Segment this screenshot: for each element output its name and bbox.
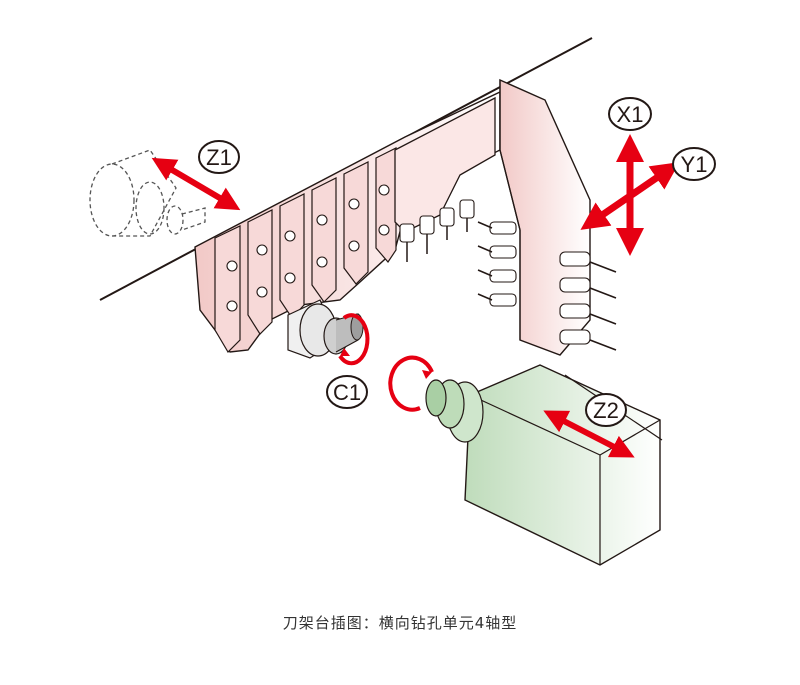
svg-text:Z1: Z1 xyxy=(206,145,232,170)
axis-label-z2: Z2 xyxy=(585,393,627,427)
main-spindle-c1 xyxy=(287,299,364,359)
axis-label-c1: C1 xyxy=(326,375,368,409)
axis-label-x1: X1 xyxy=(608,97,652,131)
tool-post-body xyxy=(194,90,501,353)
figure-caption: 刀架台插图：横向钻孔单元4轴型 xyxy=(282,614,518,632)
x1-y1-arrows xyxy=(580,134,680,256)
svg-text:C1: C1 xyxy=(333,380,361,405)
sub-spindle-z2 xyxy=(425,364,663,566)
axis-label-z1: Z1 xyxy=(198,140,240,174)
z2-arrow xyxy=(543,410,635,458)
z2-rotation-arrow xyxy=(388,355,434,412)
z1-arrow xyxy=(151,157,241,211)
c1-rotation-arrow xyxy=(338,313,370,366)
svg-text:Z2: Z2 xyxy=(593,398,619,423)
svg-text:Y1: Y1 xyxy=(681,152,708,177)
cross-drilling-unit xyxy=(477,78,617,356)
svg-text:X1: X1 xyxy=(617,102,644,127)
axis-label-y1: Y1 xyxy=(672,147,716,181)
guide-bush-outline xyxy=(89,149,206,237)
